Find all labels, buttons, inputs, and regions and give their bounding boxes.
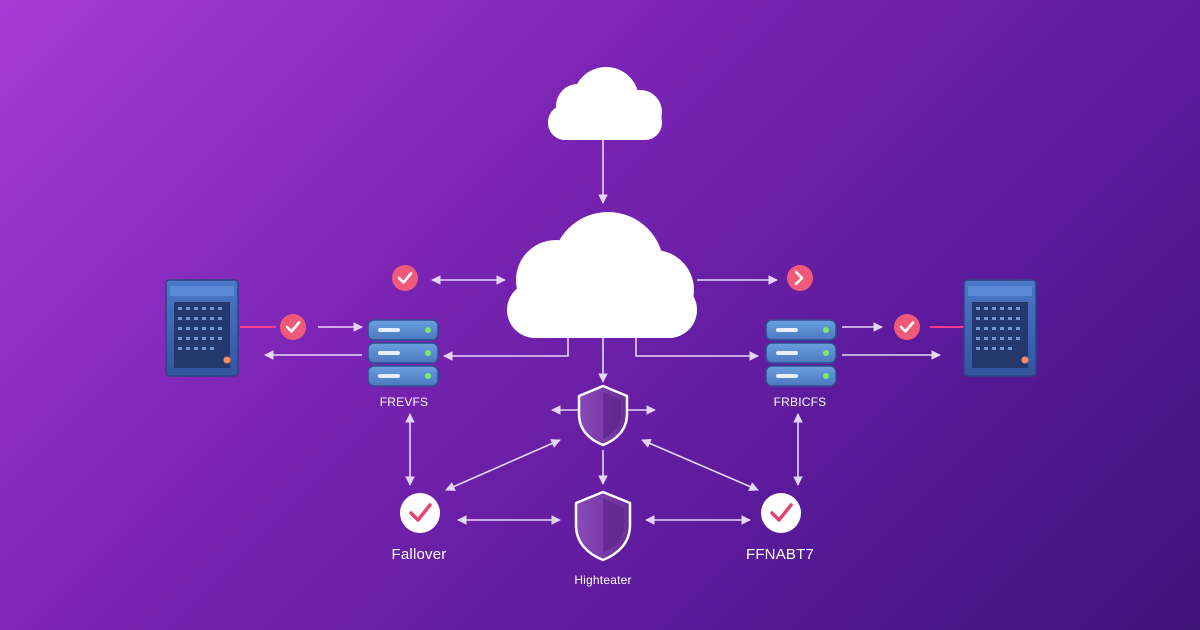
check-icon bbox=[894, 314, 920, 340]
arrow-cloud-to-left-db bbox=[443, 336, 569, 361]
left-server-icon bbox=[165, 279, 239, 377]
bottom-right-label: FFNABT7 bbox=[745, 546, 815, 563]
right-database-icon bbox=[765, 319, 837, 387]
left-database-icon bbox=[367, 319, 439, 387]
check-icon bbox=[392, 265, 418, 291]
center-cloud-icon bbox=[507, 212, 697, 338]
check-icon bbox=[400, 493, 440, 533]
left-database-label: FREVFS bbox=[379, 395, 429, 409]
connectors bbox=[264, 140, 941, 525]
arrow-shield-to-bottom-right bbox=[641, 439, 759, 491]
check-icon bbox=[280, 314, 306, 340]
top-cloud-icon bbox=[548, 67, 662, 140]
right-server-icon bbox=[963, 279, 1037, 377]
next-icon bbox=[787, 265, 813, 291]
arrow-shield-to-bottom-left bbox=[445, 439, 561, 491]
check-icon bbox=[761, 493, 801, 533]
top-shield-icon bbox=[577, 384, 629, 447]
right-database-label: FRBICFS bbox=[773, 395, 827, 409]
bottom-left-label: Fallover bbox=[391, 546, 447, 563]
arrow-cloud-to-right-db bbox=[635, 336, 759, 361]
center-shield-icon bbox=[574, 490, 632, 562]
bottom-center-label: Highteater bbox=[574, 573, 632, 587]
